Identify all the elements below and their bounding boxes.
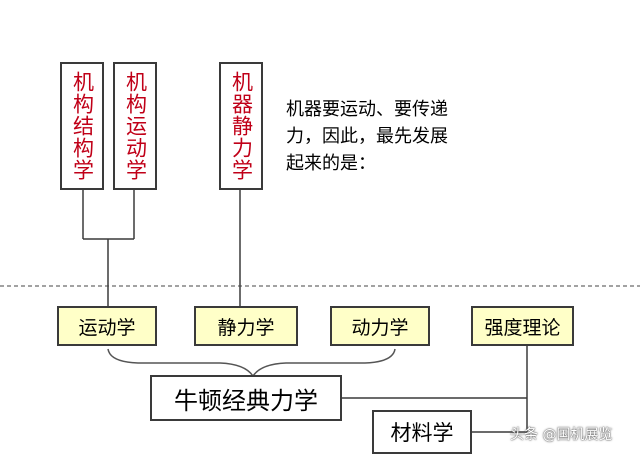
question-line-3: 起来的是： [286,153,376,174]
box-mechanism-structure-label: 机构结构学 [70,71,95,181]
question-line-1: 机器要运动、要传递 [286,99,448,120]
box-kinematics: 运动学 [57,306,157,346]
box-materials: 材料学 [372,410,472,454]
question-text: 机器要运动、要传递 力，因此，最先发展 起来的是： [286,96,486,177]
box-mechanism-kinematics: 机构运动学 [113,62,157,190]
box-machine-statics-label: 机器静力学 [229,71,254,181]
box-strength-theory-label: 强度理论 [484,316,561,339]
box-newtonian-mechanics-label: 牛顿经典力学 [174,386,318,415]
question-line-2: 力，因此，最先发展 [286,126,448,147]
brace [107,348,396,378]
box-strength-theory: 强度理论 [471,306,574,346]
box-dynamics: 动力学 [330,306,430,346]
box-statics: 静力学 [194,306,298,346]
box-kinematics-label: 运动学 [78,316,136,339]
box-mechanism-structure: 机构结构学 [60,62,104,190]
box-machine-statics: 机器静力学 [219,62,263,190]
box-statics-label: 静力学 [217,316,275,339]
box-mechanism-kinematics-label: 机构运动学 [123,71,148,181]
box-newtonian-mechanics: 牛顿经典力学 [150,375,342,421]
watermark: 头条 @国机展览 [510,427,613,443]
box-dynamics-label: 动力学 [351,316,409,339]
box-materials-label: 材料学 [390,421,454,445]
